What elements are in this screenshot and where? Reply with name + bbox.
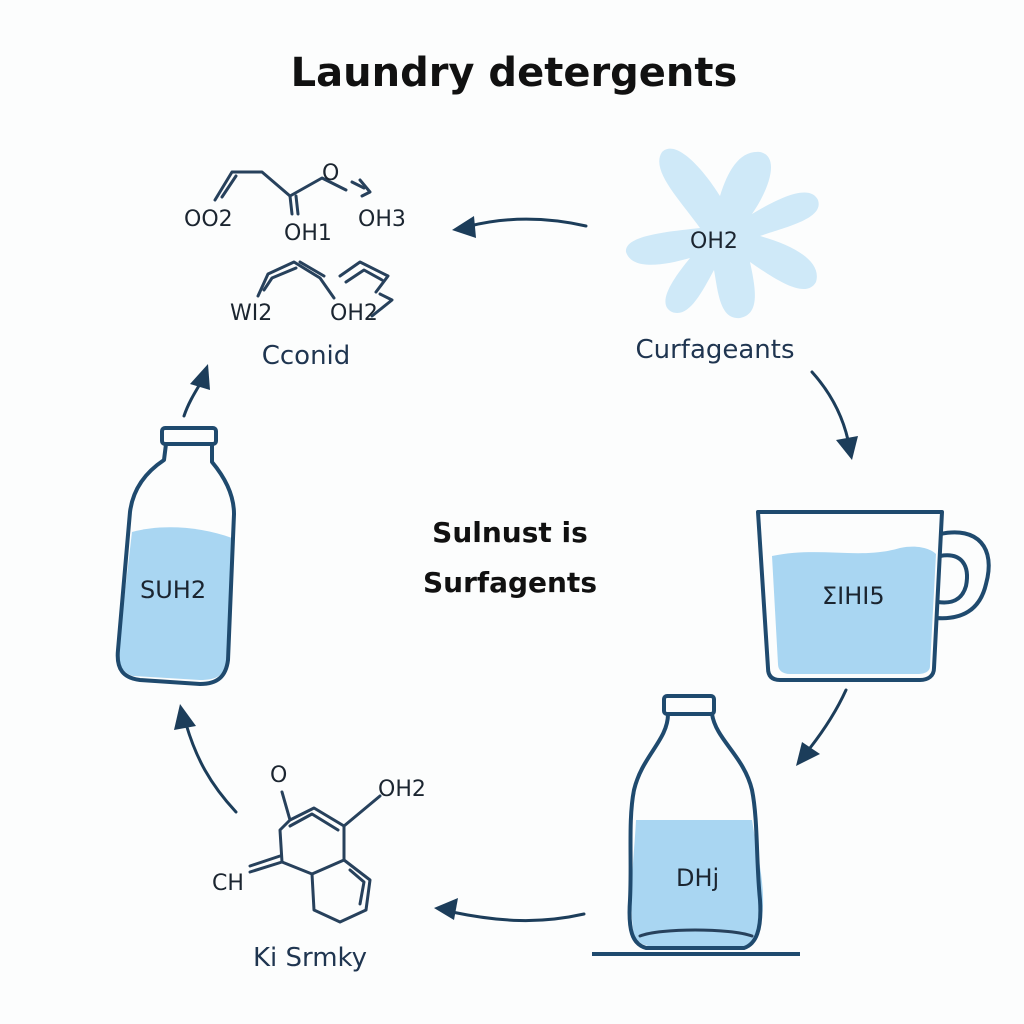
formula-wi2: WI2 [230,301,272,326]
top-left-label: Cconid [262,341,351,371]
center-line-1: Sulnust is [432,516,588,549]
formula-oo2: OO2 [184,207,233,232]
bottom-left-molecule: O OH2 CH Ki Srmky [212,763,426,973]
splash-formula: OH2 [690,229,738,254]
surfactant-splash: OH2 Curfageants [625,148,819,365]
top-left-molecule: OO2 OH1 O OH3 WI2 OH2 Cconid [184,161,406,371]
jug-formula: DHj [676,864,719,892]
arrow-left [182,364,210,418]
center-line-2: Surfagents [423,566,597,599]
bottle-formula: SUH2 [140,576,206,604]
arrow-top-right [810,370,858,460]
diagram-title: Laundry detergents [291,50,738,96]
cup-formula: ΣIHI5 [822,582,885,610]
formula-o-bottom: O [270,763,287,788]
formula-oh2-bottom: OH2 [378,777,426,802]
formula-oh3: OH3 [358,207,406,232]
bottom-left-label: Ki Srmky [253,943,367,973]
mug-container: ΣIHI5 [756,510,991,682]
top-right-label: Curfageants [635,335,794,365]
arrow-top [452,216,588,238]
formula-oh2: OH2 [330,301,378,326]
arrow-bottom-left [174,704,238,814]
formula-ch: CH [212,871,244,896]
formula-oh1: OH1 [284,221,332,246]
arrow-right [796,688,848,766]
jug-container: DHj [592,694,800,956]
bottle-container: SUH2 [115,426,236,686]
arrow-bottom [434,898,586,923]
formula-o: O [322,161,339,186]
